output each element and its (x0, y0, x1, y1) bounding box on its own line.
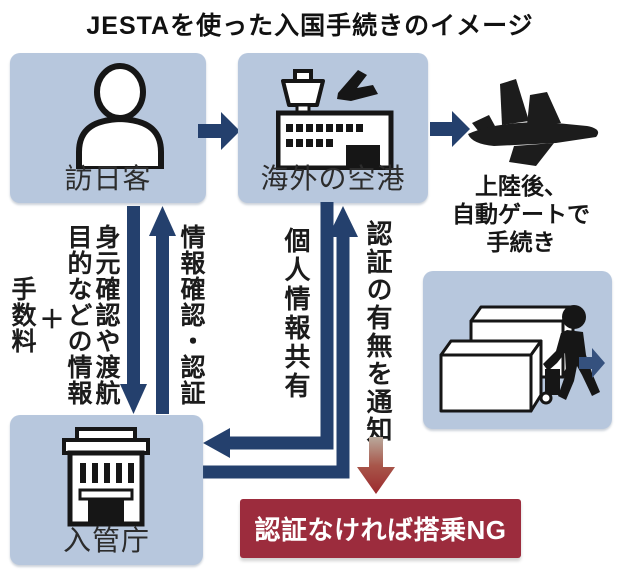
flow-submit-info-col1: 身元確認や渡航 (92, 224, 120, 406)
node-visitor-label: 訪日客 (64, 163, 152, 194)
after-landing-note-line: 上陸後、 (475, 173, 567, 199)
after-landing-note-line: 自動ゲートで (452, 201, 590, 227)
flow-submit-plus-sign: ＋ (36, 306, 64, 332)
flow-submit-info-col2: 目的などの情報 (64, 224, 92, 406)
arrow-airport-to-departure-icon (430, 111, 470, 147)
arrows-visitor-immigration-icon (120, 206, 176, 414)
node-immigration-agency-label: 入管庁 (62, 525, 150, 556)
node-overseas-airport: 海外の空港 (238, 53, 428, 203)
flow-notify-label: 認証の有無を通知 (363, 220, 393, 444)
node-immigration-agency: 入管庁 (10, 415, 203, 565)
node-overseas-airport-label: 海外の空港 (260, 163, 406, 194)
arrow-airport-to-immigration-icon (203, 202, 334, 458)
arrow-immigration-to-airport-icon (196, 206, 358, 479)
flow-verify-label: 情報確認・認証 (177, 224, 205, 406)
after-landing-note-line: 手続き (486, 229, 556, 255)
flow-share-label: 個人情報共有 (281, 227, 311, 401)
diagram-title: JESTAを使った入国手続きのイメージ (86, 12, 534, 40)
person-icon (76, 63, 164, 169)
arrow-no-auth-icon (357, 437, 395, 494)
flow-submit-fee-label: 手数料 (8, 276, 36, 354)
flow-submit-info-label: 身元確認や渡航 目的などの情報 ＋ 手数料 (8, 224, 120, 420)
airplane-icon (468, 79, 599, 166)
warning-banner: 認証なければ搭乗NG (240, 499, 521, 558)
node-auto-gate (423, 271, 612, 429)
airport-building-icon (276, 69, 394, 170)
node-visitor: 訪日客 (10, 53, 206, 203)
arrow-visitor-to-airport-icon (198, 112, 240, 150)
government-building-icon (62, 427, 150, 527)
after-landing-note: 上陸後、 自動ゲートで 手続き (428, 172, 614, 256)
automatic-gate-icon (439, 305, 605, 413)
